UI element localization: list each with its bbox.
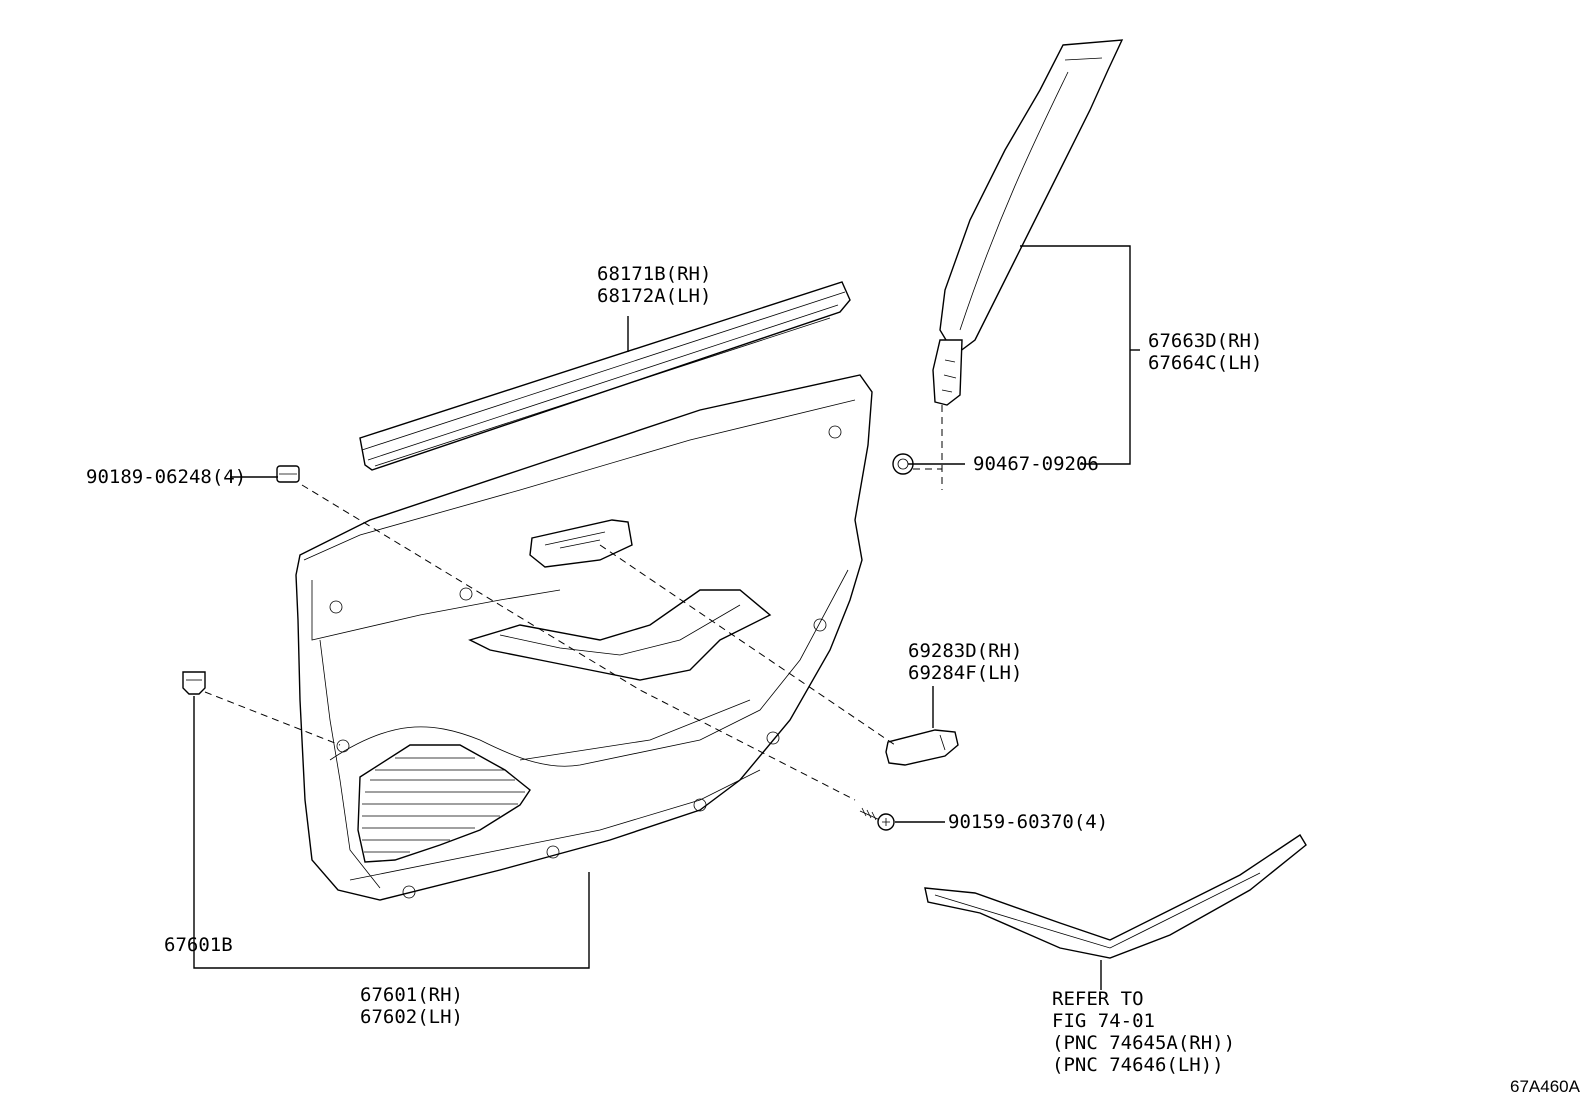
- handle-cover-part: [885, 729, 959, 766]
- callout-clip-67601b: 67601B: [164, 934, 233, 956]
- callout-handle-rh: 69283D(RH): [908, 640, 1023, 662]
- callout-handle-lh: 69284F(LH): [908, 662, 1023, 684]
- callout-panel-lh: 67602(LH): [360, 1006, 463, 1028]
- leader-lines: [193, 245, 1140, 990]
- callout-pillar-rh: 67663D(RH): [1148, 330, 1263, 352]
- refer-note-line4: (PNC 74646(LH)): [1052, 1054, 1224, 1076]
- refer-note-line3: (PNC 74645A(RH)): [1052, 1032, 1236, 1054]
- callout-molding-lh: 68172A(LH): [597, 285, 712, 307]
- callout-panel-rh: 67601(RH): [360, 984, 463, 1006]
- pillar-garnish-part: [932, 39, 1124, 406]
- door-panel-part: [295, 374, 873, 901]
- figure-code: 67A460A: [1510, 1077, 1580, 1096]
- refer-note-line1: REFER TO: [1052, 988, 1144, 1010]
- refer-note-line2: FIG 74-01: [1052, 1010, 1155, 1032]
- screw-90159-part: [859, 807, 895, 831]
- assembly-lines: [204, 405, 943, 801]
- clip-90189-part: [276, 465, 300, 483]
- callout-clip-90189: 90189-06248(4): [86, 466, 247, 488]
- callout-pillar-lh: 67664C(LH): [1148, 352, 1263, 374]
- callout-screw-90159: 90159-60370(4): [948, 811, 1109, 833]
- callout-molding-rh: 68171B(RH): [597, 263, 712, 285]
- clip-67601b-part: [182, 671, 206, 695]
- callout-clip-90467: 90467-09206: [973, 453, 1099, 475]
- belt-molding-part: [359, 281, 851, 471]
- lower-garnish-part: [924, 834, 1307, 959]
